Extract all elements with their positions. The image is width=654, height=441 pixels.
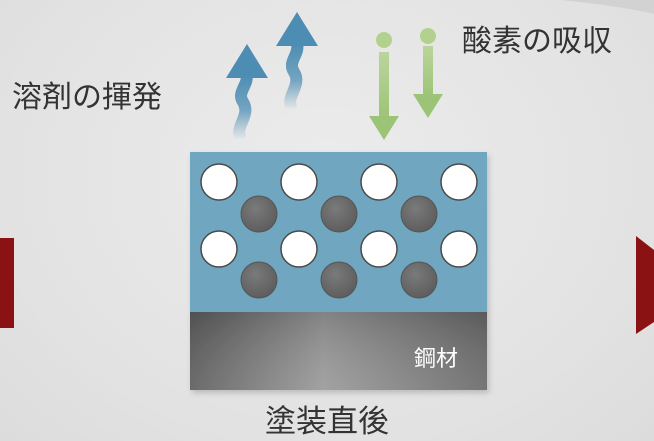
gray-particle — [240, 261, 278, 299]
evaporation-arrow-left-icon — [226, 44, 268, 144]
gray-particles-row-2 — [240, 261, 438, 299]
gray-particle — [400, 195, 438, 233]
gray-particle — [320, 195, 358, 233]
oxygen-arrow-left-icon — [369, 32, 399, 140]
gray-particle — [320, 261, 358, 299]
right-side-arrow-icon — [636, 236, 654, 334]
white-particle — [200, 230, 238, 268]
steel-label: 鋼材 — [414, 347, 459, 372]
coating-block — [190, 152, 487, 390]
white-particle — [360, 230, 398, 268]
white-particle — [280, 163, 318, 201]
oxygen-absorption-label: 酸素の吸収 — [462, 24, 612, 59]
left-side-arrow-icon — [0, 238, 14, 328]
white-particle — [280, 230, 318, 268]
white-particles-row-1 — [200, 163, 478, 201]
white-particles-row-2 — [200, 230, 478, 268]
white-particle — [200, 163, 238, 201]
gray-particle — [400, 261, 438, 299]
steel-layer-shade — [190, 312, 487, 390]
diagram-caption: 塗装直後 — [265, 404, 389, 440]
page-fold-shadow — [560, 0, 654, 14]
gray-particle — [240, 195, 278, 233]
white-particle — [440, 163, 478, 201]
white-particle — [440, 230, 478, 268]
solvent-evaporation-label: 溶剤の揮発 — [12, 80, 162, 115]
oxygen-arrow-right-icon — [413, 28, 443, 118]
evaporation-arrow-right-icon — [276, 12, 318, 114]
white-particle — [360, 163, 398, 201]
gray-particles-row-1 — [240, 195, 438, 233]
